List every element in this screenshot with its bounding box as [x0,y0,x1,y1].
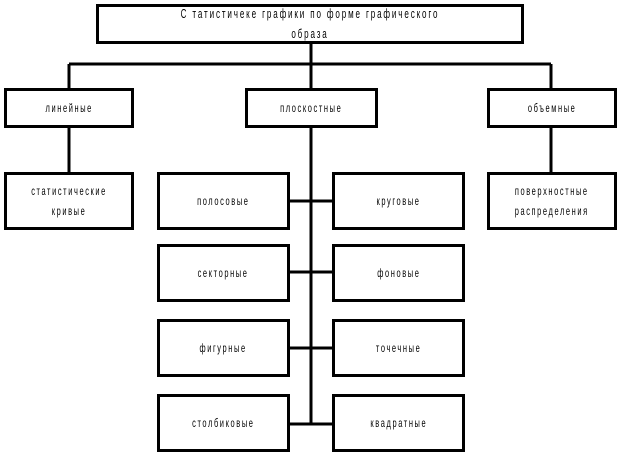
category-planar-box: плоскостные [245,88,378,128]
planar-right-label-4: квадратные [370,416,427,430]
linear-child-label: статистические кривые [31,184,107,218]
planar-right-label-1: круговые [376,194,421,208]
category-volume-box: объемные [487,88,617,128]
volume-child-label: поверхностные распределения [514,184,590,218]
planar-left-box-4: столбиковые [157,394,290,452]
planar-right-box-2: фоновые [332,244,465,302]
planar-right-label-2: фоновые [376,266,421,280]
category-linear-box: линейные [4,88,134,128]
diagram-title-box: С татистичеке графики по форме графическ… [96,4,524,44]
planar-right-box-1: круговые [332,172,465,230]
volume-child-box: поверхностные распределения [487,172,617,230]
planar-right-box-4: квадратные [332,394,465,452]
category-linear-label: линейные [45,101,93,115]
planar-right-box-3: точечные [332,319,465,377]
linear-child-box: статистические кривые [4,172,134,230]
category-planar-label: плоскостные [280,101,343,115]
planar-left-box-3: фигурные [157,319,290,377]
planar-left-label-2: секторные [198,266,249,280]
category-volume-label: объемные [527,101,577,115]
planar-left-label-1: полосовые [197,194,250,208]
planar-left-box-2: секторные [157,244,290,302]
diagram-title: С татистичеке графики по форме графическ… [180,6,440,41]
planar-left-label-3: фигурные [199,341,248,355]
planar-left-label-4: столбиковые [192,416,255,430]
planar-left-box-1: полосовые [157,172,290,230]
planar-right-label-3: точечные [375,341,422,355]
